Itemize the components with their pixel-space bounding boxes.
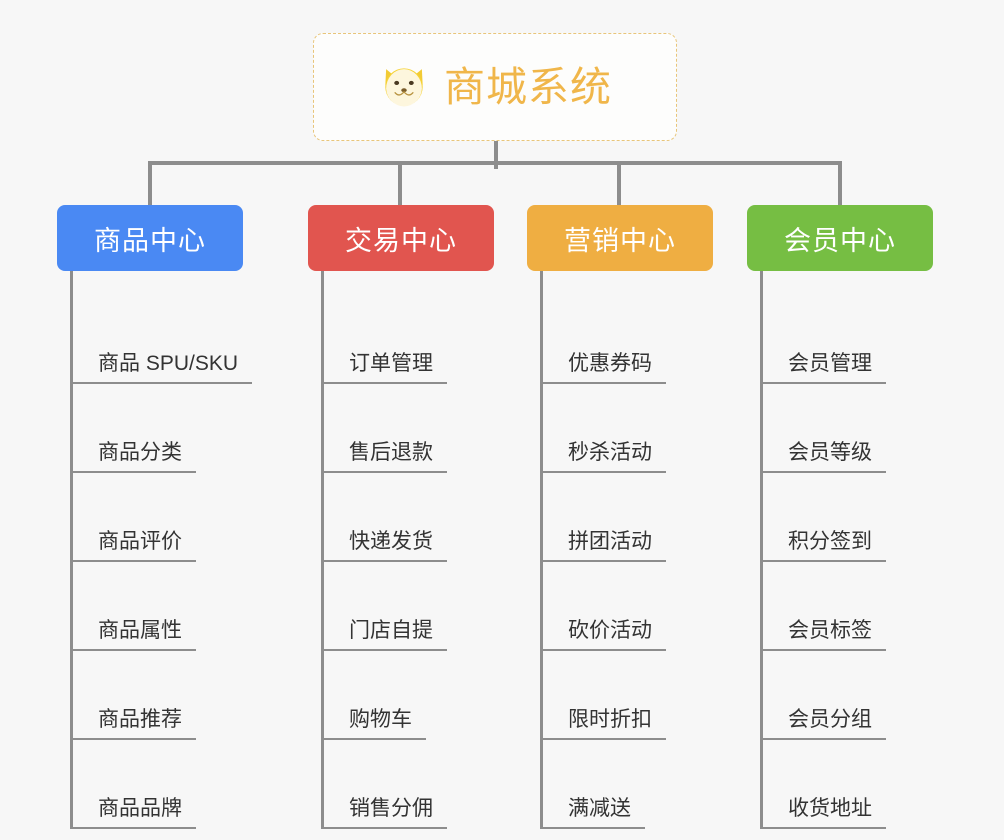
leaf-label: 拼团活动 [540, 530, 666, 562]
leaf-item[interactable]: 快递发货 [308, 473, 494, 562]
dog-face-emoji-icon [378, 61, 430, 113]
leaf-list-3: 优惠券码 秒杀活动 拼团活动 砍价活动 限时折扣 满减送 [527, 271, 713, 829]
leaf-item[interactable]: 积分签到 [747, 473, 933, 562]
leaf-label: 秒杀活动 [540, 441, 666, 473]
leaf-label: 会员标签 [760, 619, 886, 651]
leaf-label: 商品品牌 [70, 797, 196, 829]
leaf-item[interactable]: 拼团活动 [527, 473, 713, 562]
leaf-item[interactable]: 会员分组 [747, 651, 933, 740]
leaf-label: 会员分组 [760, 708, 886, 740]
connector-horizontal-bus [148, 161, 842, 165]
leaf-label: 优惠券码 [540, 352, 666, 384]
leaf-item[interactable]: 满减送 [527, 740, 713, 829]
leaf-label: 商品 SPU/SKU [70, 352, 253, 384]
leaf-item[interactable]: 门店自提 [308, 562, 494, 651]
connector-drop-1 [148, 161, 152, 205]
branch-column-4: 会员中心 会员管理 会员等级 积分签到 会员标签 会员分组 收货地址 [747, 205, 933, 829]
leaf-item[interactable]: 会员标签 [747, 562, 933, 651]
connector-drop-4 [838, 161, 842, 205]
leaf-item[interactable]: 商品评价 [57, 473, 243, 562]
leaf-item[interactable]: 会员等级 [747, 384, 933, 473]
leaf-item[interactable]: 销售分佣 [308, 740, 494, 829]
branch-header-3[interactable]: 营销中心 [527, 205, 713, 271]
branch-column-2: 交易中心 订单管理 售后退款 快递发货 门店自提 购物车 销售分佣 [308, 205, 494, 829]
leaf-label: 商品属性 [70, 619, 196, 651]
branch-column-3: 营销中心 优惠券码 秒杀活动 拼团活动 砍价活动 限时折扣 满减送 [527, 205, 713, 829]
leaf-label: 购物车 [321, 708, 426, 740]
leaf-item[interactable]: 购物车 [308, 651, 494, 740]
branch-header-label: 商品中心 [94, 225, 206, 256]
leaf-spine [321, 271, 324, 827]
branch-header-2[interactable]: 交易中心 [308, 205, 494, 271]
leaf-item[interactable]: 商品属性 [57, 562, 243, 651]
root-node[interactable]: 商城系统 [313, 33, 677, 141]
leaf-item[interactable]: 会员管理 [747, 295, 933, 384]
leaf-spine [540, 271, 543, 827]
leaf-item[interactable]: 商品推荐 [57, 651, 243, 740]
leaf-list-2: 订单管理 售后退款 快递发货 门店自提 购物车 销售分佣 [308, 271, 494, 829]
leaf-label: 会员等级 [760, 441, 886, 473]
leaf-spine [70, 271, 73, 827]
leaf-label: 商品推荐 [70, 708, 196, 740]
branch-column-1: 商品中心 商品 SPU/SKU 商品分类 商品评价 商品属性 商品推荐 商品品牌 [57, 205, 253, 829]
leaf-item[interactable]: 订单管理 [308, 295, 494, 384]
leaf-label: 商品分类 [70, 441, 196, 473]
branch-header-4[interactable]: 会员中心 [747, 205, 933, 271]
leaf-label: 售后退款 [321, 441, 447, 473]
branch-header-label: 营销中心 [564, 225, 676, 256]
leaf-label: 积分签到 [760, 530, 886, 562]
leaf-label: 砍价活动 [540, 619, 666, 651]
leaf-item[interactable]: 商品分类 [57, 384, 243, 473]
leaf-label: 快递发货 [321, 530, 447, 562]
leaf-spine [760, 271, 763, 827]
branch-header-1[interactable]: 商品中心 [57, 205, 243, 271]
leaf-label: 订单管理 [321, 352, 447, 384]
leaf-label: 门店自提 [321, 619, 447, 651]
leaf-item[interactable]: 砍价活动 [527, 562, 713, 651]
root-title: 商城系统 [444, 63, 612, 110]
leaf-list-4: 会员管理 会员等级 积分签到 会员标签 会员分组 收货地址 [747, 271, 933, 829]
connector-root-stem [494, 141, 498, 169]
leaf-label: 限时折扣 [540, 708, 666, 740]
leaf-list-1: 商品 SPU/SKU 商品分类 商品评价 商品属性 商品推荐 商品品牌 [57, 271, 253, 829]
leaf-item[interactable]: 售后退款 [308, 384, 494, 473]
leaf-label: 收货地址 [760, 797, 886, 829]
branch-header-label: 会员中心 [784, 225, 896, 256]
leaf-item[interactable]: 限时折扣 [527, 651, 713, 740]
leaf-item[interactable]: 优惠券码 [527, 295, 713, 384]
branch-header-label: 交易中心 [345, 225, 457, 256]
leaf-label: 商品评价 [70, 530, 196, 562]
leaf-label: 销售分佣 [321, 797, 447, 829]
leaf-item[interactable]: 商品品牌 [57, 740, 243, 829]
leaf-item[interactable]: 商品 SPU/SKU [57, 295, 253, 384]
connector-drop-3 [617, 161, 621, 205]
leaf-label: 满减送 [540, 797, 645, 829]
leaf-item[interactable]: 秒杀活动 [527, 384, 713, 473]
connector-drop-2 [398, 161, 402, 205]
leaf-label: 会员管理 [760, 352, 886, 384]
leaf-item[interactable]: 收货地址 [747, 740, 933, 829]
